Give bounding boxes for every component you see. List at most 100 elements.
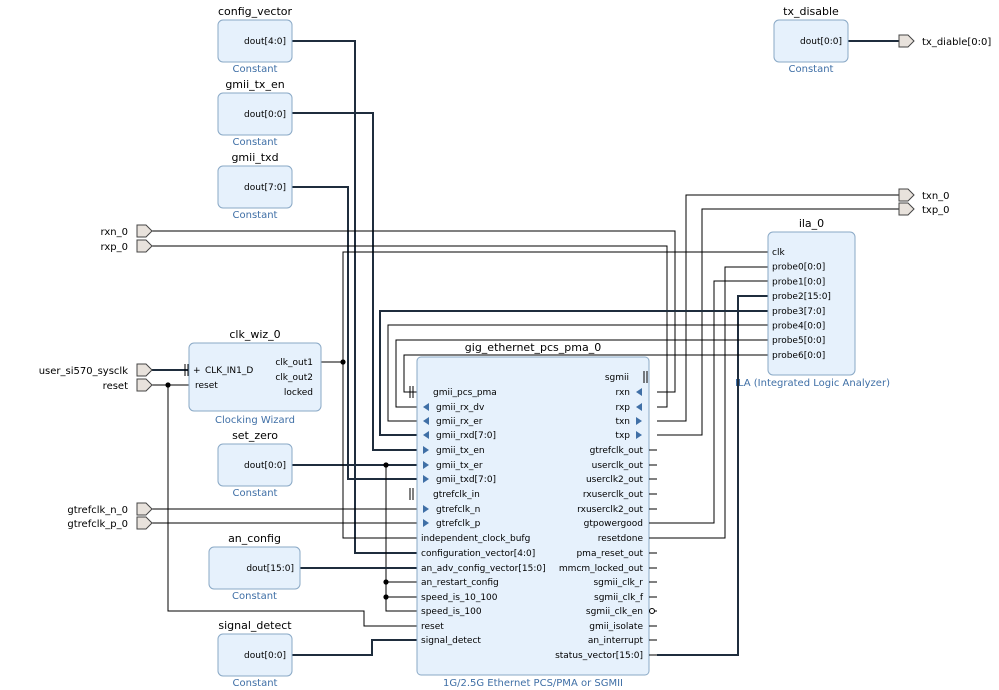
gig-userclk2-out-pin: userclk2_out bbox=[586, 475, 644, 485]
output-port-icon[interactable] bbox=[898, 34, 915, 48]
ila-probe400-pin: probe4[0:0] bbox=[772, 322, 825, 332]
set_zero-title: set_zero bbox=[232, 429, 278, 442]
gig-sgmii-clk-r-pin: sgmii_clk_r bbox=[593, 578, 643, 588]
arrow-left-icon bbox=[423, 403, 429, 411]
port-gtrefclk-n-0[interactable]: gtrefclk_n_0 bbox=[67, 502, 153, 516]
ila-probe600-pin: probe6[0:0] bbox=[772, 351, 825, 361]
config_vector-box[interactable] bbox=[217, 19, 293, 63]
interface-marker bbox=[409, 386, 414, 398]
clk-wiz-box[interactable] bbox=[188, 342, 322, 412]
ila-probe100-pin: probe1[0:0] bbox=[772, 277, 825, 287]
clk-wiz-locked-pin: locked bbox=[284, 388, 313, 398]
gig-an-adv-config-vector-15-0--pin: an_adv_config_vector[15:0] bbox=[421, 564, 546, 574]
ila-probe370-pin: probe3[7:0] bbox=[772, 307, 825, 317]
input-port-icon[interactable] bbox=[136, 378, 153, 392]
port-tx-diable[interactable]: tx_diable[0:0] bbox=[898, 34, 991, 48]
gmii_tx_en-title: gmii_tx_en bbox=[225, 78, 284, 91]
wires bbox=[152, 40, 899, 656]
gmii_tx_en-box[interactable] bbox=[217, 92, 293, 136]
input-port-icon[interactable] bbox=[136, 363, 153, 377]
port-txn-0[interactable]: txn_0 bbox=[898, 188, 950, 202]
gig-gtrefclk-in-pin: gtrefclk_in bbox=[433, 490, 480, 500]
port-user-si570-sysclk[interactable]: user_si570_sysclk bbox=[39, 363, 153, 377]
gig-rxuserclk-out-pin: rxuserclk_out bbox=[583, 490, 644, 500]
port-rxp-0[interactable]: rxp_0 bbox=[101, 239, 153, 253]
junction-dot bbox=[383, 594, 389, 600]
reset-label: reset bbox=[103, 381, 128, 392]
arrow-right-icon bbox=[423, 505, 429, 513]
arrow-left-icon bbox=[636, 403, 642, 411]
arrow-right-icon bbox=[423, 461, 429, 469]
input-port-icon[interactable] bbox=[136, 502, 153, 516]
input-port-icon[interactable] bbox=[136, 224, 153, 238]
txn-0-label: txn_0 bbox=[922, 191, 950, 202]
an_config-box[interactable] bbox=[208, 546, 301, 590]
gig-independent-clock-bufg-pin: independent_clock_bufg bbox=[421, 534, 530, 544]
arrow-right-icon bbox=[423, 475, 429, 483]
junction-dot bbox=[165, 382, 171, 388]
gig-txn-pin: txn bbox=[615, 417, 630, 427]
signal_detect-box[interactable] bbox=[217, 633, 293, 677]
port-rxn-0[interactable]: rxn_0 bbox=[101, 224, 153, 238]
input-port-icon[interactable] bbox=[136, 239, 153, 253]
port-reset[interactable]: reset bbox=[103, 378, 153, 392]
gig-txp-pin: txp bbox=[615, 431, 630, 441]
interface-marker bbox=[643, 371, 648, 383]
gtrefclk-p-0-label: gtrefclk_p_0 bbox=[67, 519, 128, 530]
gig-ethernet-box[interactable] bbox=[416, 356, 650, 676]
config_vector-subtitle: Constant bbox=[233, 64, 278, 75]
port-txp-0[interactable]: txp_0 bbox=[898, 202, 950, 216]
gig-gmii-rx-er-pin: gmii_rx_er bbox=[436, 417, 483, 427]
output-port-icon[interactable] bbox=[898, 202, 915, 216]
tx_disable-box[interactable] bbox=[773, 19, 849, 63]
set_zero-box[interactable] bbox=[217, 443, 293, 487]
diff-clock-marker bbox=[184, 364, 189, 376]
clk-wiz-clk-out1-pin: clk_out1 bbox=[275, 358, 313, 368]
gig-rxuserclk2-out-pin: rxuserclk2_out bbox=[577, 505, 643, 515]
gig-reset-pin: reset bbox=[421, 622, 444, 632]
gig-gtrefclk-p-pin: gtrefclk_p bbox=[436, 519, 481, 529]
gig-configuration-vector-4-0--pin: configuration_vector[4:0] bbox=[421, 549, 535, 559]
gmii_txd-box[interactable] bbox=[217, 165, 293, 209]
gmii_txd-subtitle: Constant bbox=[233, 210, 278, 221]
an_config-dout-pin: dout[15:0] bbox=[246, 564, 294, 574]
clk-wiz-subtitle: Clocking Wizard bbox=[215, 415, 295, 426]
signal_detect-dout-pin: dout[0:0] bbox=[244, 651, 286, 661]
block-gig-ethernet[interactable]: gig_ethernet_pcs_pma_01G/2.5G Ethernet P… bbox=[409, 341, 657, 689]
port-gtrefclk-p-0[interactable]: gtrefclk_p_0 bbox=[67, 516, 153, 530]
gig-speed-is-10-100-pin: speed_is_10_100 bbox=[421, 593, 498, 603]
output-port-icon[interactable] bbox=[898, 188, 915, 202]
gmii_txd-dout-pin: dout[7:0] bbox=[244, 183, 286, 193]
ila-box[interactable] bbox=[767, 231, 856, 376]
config_vector-dout-pin: dout[4:0] bbox=[244, 37, 286, 47]
junction-dot bbox=[383, 462, 389, 468]
arrow-left-icon bbox=[423, 417, 429, 425]
ila-clk-pin: clk bbox=[772, 248, 785, 258]
set_zero-dout-pin: dout[0:0] bbox=[244, 461, 286, 471]
plus-icon: + bbox=[193, 366, 201, 376]
input-port-icon[interactable] bbox=[136, 516, 153, 530]
gmii_txd-title: gmii_txd bbox=[231, 151, 278, 164]
clk-wiz-clk-out2-pin: clk_out2 bbox=[275, 373, 313, 383]
clk-wiz-title: clk_wiz_0 bbox=[229, 328, 280, 341]
gig-title: gig_ethernet_pcs_pma_0 bbox=[465, 341, 601, 354]
arrow-right-icon bbox=[423, 519, 429, 527]
gig-userclk-out-pin: userclk_out bbox=[592, 461, 644, 471]
arrow-right-icon bbox=[423, 446, 429, 454]
junction-dot bbox=[340, 359, 346, 365]
gig-sgmii-clk-en-pin: sgmii_clk_en bbox=[586, 607, 643, 617]
config_vector-title: config_vector bbox=[218, 5, 293, 18]
gig-rxp-pin: rxp bbox=[616, 403, 631, 413]
arrow-right-icon bbox=[636, 417, 642, 425]
